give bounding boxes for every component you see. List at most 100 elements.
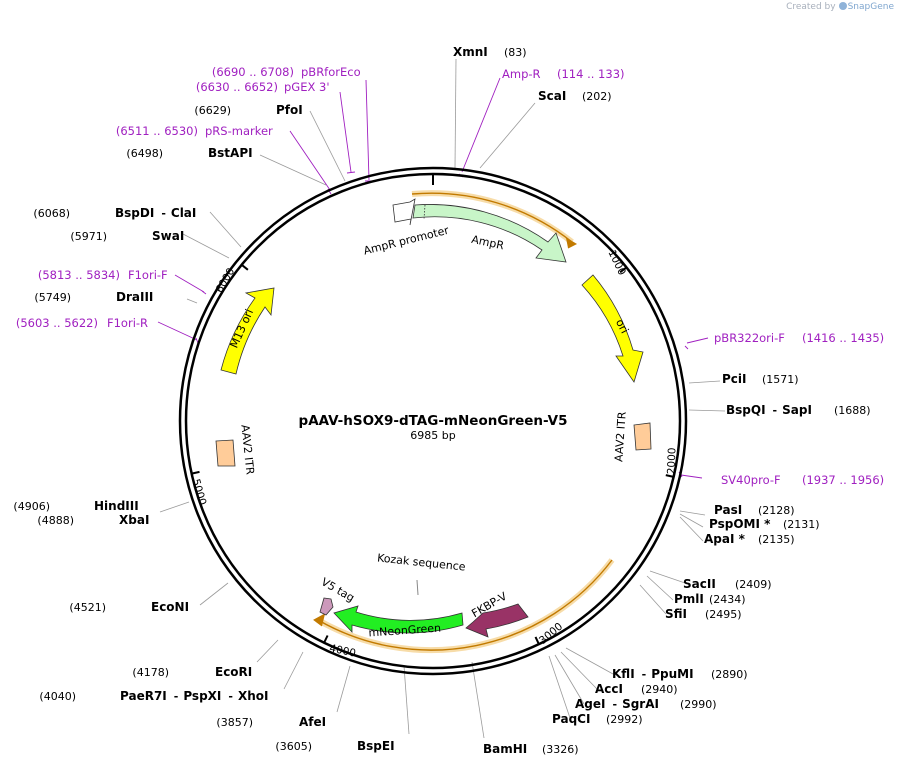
site-name: PaqCI [552,712,590,726]
site-position: (2409) [735,578,772,591]
primer-name: pBR322ori-F [714,331,785,345]
primer-range: (6511 .. 6530) [116,124,198,138]
site-name: EcoRI [215,665,252,679]
site-position: (4906) [13,500,50,513]
primer-name: F1ori-F [128,268,168,282]
site-name: PaeR7I [120,689,167,703]
site-name: PspOMI * [709,517,771,531]
site-position: (2128) [758,504,795,517]
site-name: XbaI [119,513,149,527]
site-label: XmnI [453,45,488,59]
site-position: (2131) [783,518,820,531]
site-name: SacII [683,577,716,591]
site-position: (1571) [762,373,799,386]
site-label: DraIII [116,290,153,304]
plasmid-name: pAAV-hSOX9-dTAG-mNeonGreen-V5 [299,413,568,429]
site-separator-2: - [228,690,233,703]
site-name: BstAPI [208,146,253,160]
site-name-2: SapI [782,403,812,417]
site-position: (2434) [709,593,746,606]
site-label: EcoNI [151,600,189,614]
orf-arcs [313,190,615,654]
site-separator: - [642,668,647,681]
site-name: AgeI [575,697,605,711]
credit-prefix: Created by [786,2,836,12]
site-position: (3605) [275,740,312,753]
site-name-2: PspXI [183,689,221,703]
site-position: (2495) [705,608,742,621]
primer-name: F1ori-R [107,316,148,330]
site-separator: - [773,404,778,417]
site-label: AgeI-SgrAI [575,697,659,711]
site-label: BspQI-SapI [726,403,812,417]
site-name: HindIII [94,499,139,513]
site-name: EcoNI [151,600,189,614]
site-label: KflI-PpuMI [612,667,694,681]
site-position: (2135) [758,533,795,546]
feature-label: Kozak sequence [377,551,467,573]
site-position: (2890) [711,668,748,681]
site-position: (5971) [70,230,107,243]
primer-name: pRS-marker [205,124,273,138]
feature-label: mNeonGreen [368,621,441,639]
site-position: (3326) [542,743,579,756]
site-label: AfeI [299,715,326,729]
site-position: (1688) [834,404,871,417]
site-position: (6629) [194,104,231,117]
site-name: SfiI [665,607,687,621]
primer-name: Amp-R [502,67,541,81]
primer-name: pGEX 3' [284,80,330,94]
feature-label: AAV2 ITR [612,411,629,462]
snapgene-logo-icon [838,2,847,10]
primer-range: (1416 .. 1435) [802,331,884,345]
site-position: (5749) [34,291,71,304]
site-name: BspEI [357,739,395,753]
credit-brand: SnapGene [847,2,894,12]
snapgene-credit: Created by SnapGene [786,2,894,12]
site-name: ScaI [538,89,566,103]
site-label: SwaI [152,229,184,243]
site-name: ApaI * [704,532,746,546]
site-separator: - [174,690,179,703]
site-label: PciI [722,372,747,386]
site-label: ApaI * [704,532,746,546]
site-name: BamHI [483,742,527,756]
site-name: PmlI [674,592,704,606]
site-label: ScaI [538,89,566,103]
site-label: PaqCI [552,712,590,726]
site-label: BstAPI [208,146,253,160]
site-position: (4521) [69,601,106,614]
site-name-2: PpuMI [651,667,693,681]
site-name: PasI [714,503,742,517]
site-name: XmnI [453,45,488,59]
feature-label: AmpR [470,233,505,253]
site-label: XbaI [119,513,149,527]
feature-label: AmpR promoter [362,224,450,258]
site-name: AfeI [299,715,326,729]
site-separator: - [161,207,166,220]
tick-label-4: 4000 [328,642,357,659]
site-label: HindIII [94,499,139,513]
site-name: KflI [612,667,635,681]
site-label: PasI [714,503,742,517]
site-name: BspDI [115,206,154,220]
site-position: (6068) [33,207,70,220]
site-label: BamHI [483,742,527,756]
site-name-2: SgrAI [622,697,659,711]
primer-name: SV40pro-F [721,473,781,487]
feature-arrows [215,198,652,638]
site-position: (2992) [606,713,643,726]
site-position: (6498) [126,147,163,160]
site-label: AccI [595,682,623,696]
site-name: BspQI [726,403,766,417]
primer-range: (5813 .. 5834) [38,268,120,282]
site-label: PmlI [674,592,704,606]
site-position: (4040) [39,690,76,703]
feature-label: ori [613,317,631,336]
feature-label: AAV2 ITR [238,424,256,476]
site-position: (4888) [37,514,74,527]
tick-label-1: 1000 [605,248,628,277]
site-leaders [159,58,726,739]
tick-label-2: 2000 [666,447,679,474]
primer-range: (5603 .. 5622) [16,316,98,330]
